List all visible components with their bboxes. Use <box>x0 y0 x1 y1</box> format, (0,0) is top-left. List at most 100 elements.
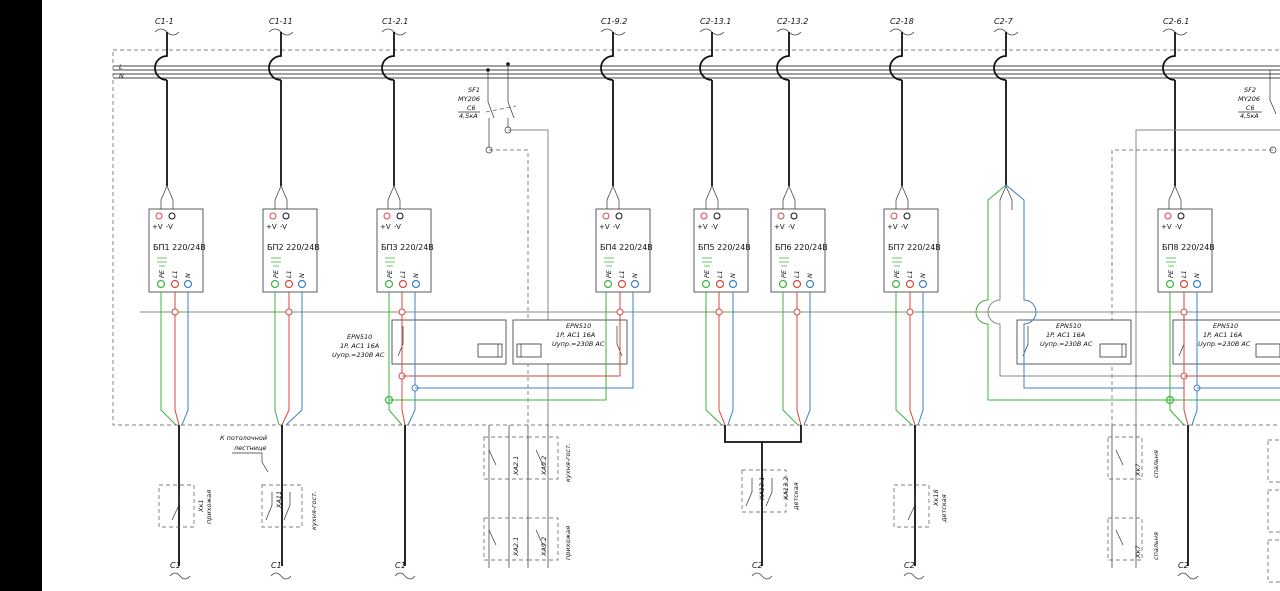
psu-plus-pin: +V <box>599 223 610 231</box>
psu-title: БП6 220/24В <box>775 243 828 252</box>
psu-minus-pin: -V <box>1175 223 1182 231</box>
relay-3-ctrl: Uупр.=230В АС <box>1040 340 1093 348</box>
psu-minus-pin: -V <box>280 223 287 231</box>
psu-title: БП8 220/24В <box>1162 243 1215 252</box>
psu-l-pin: L1 <box>793 270 801 278</box>
psu-n-pin: N <box>1193 273 1201 278</box>
switch-sw-3d-tag: ХА9.2 <box>540 537 548 557</box>
psu-plus-pin: +V <box>1161 223 1172 231</box>
psu-l-pin: L1 <box>1180 270 1188 278</box>
top-cable-label: C1-1 <box>155 17 174 26</box>
bus-label-l: L <box>119 63 123 71</box>
switch-sw-7-place: спальня <box>1152 450 1160 478</box>
supply-bus: L N <box>113 62 1280 80</box>
bus-label-n: N <box>119 72 124 80</box>
psu-minus-pin: -V <box>166 223 173 231</box>
psu-l-pin: L1 <box>906 270 914 278</box>
psu-l-pin: L1 <box>285 270 293 278</box>
psu-plus-pin: +V <box>887 223 898 231</box>
top-cable-label: C2-13.1 <box>700 17 731 26</box>
psu-title: БП4 220/24В <box>600 243 653 252</box>
bottom-cable-4: C2 <box>903 561 925 580</box>
relay-1-spec: 1P, AC1 16A <box>340 342 379 350</box>
psu-minus-pin: -V <box>901 223 908 231</box>
switch-sw-8-place: спальня <box>1152 532 1160 560</box>
psu-n-pin: N <box>631 273 639 278</box>
relay-4-ctrl: Uупр.=230В АС <box>1198 340 1251 348</box>
psu-minus-pin: -V <box>613 223 620 231</box>
breaker-sf1: SF1 MY206 C6 4,5кА <box>458 64 549 425</box>
breaker-sf1-curve: C6 <box>467 104 476 112</box>
switch-boxes: Хк1 прихожая ХА11 кухня-гост. ХА2.1 ХА9.… <box>158 436 1280 583</box>
psu-pe-pin: PE <box>386 269 394 278</box>
psu-pe-pin: PE <box>158 269 166 278</box>
psu-psu6: +V-V БП6 220/24В PE L1 N <box>770 208 828 293</box>
psu-n-pin: N <box>919 273 927 278</box>
psu-plus-pin: +V <box>266 223 277 231</box>
switch-sw-3d-place: прихожая <box>564 526 572 560</box>
top-cable-5: C2-13.2 <box>776 17 808 210</box>
psu-pe-pin: PE <box>1167 269 1175 278</box>
switch-sw-7-tag: Хк7 <box>1134 463 1142 477</box>
psu-l-pin: L1 <box>399 270 407 278</box>
bottom-cable-3: C2 <box>751 561 773 580</box>
relay-1-ctrl: Uупр.=230В АС <box>332 351 385 359</box>
breaker-sf2-curve: C6 <box>1246 104 1255 112</box>
top-cable-1: C1-11 <box>268 17 294 210</box>
psu-l-pin: L1 <box>618 270 626 278</box>
switch-sw-5-place: детская <box>792 482 800 511</box>
top-cable-label: C1-9.2 <box>601 17 627 26</box>
breaker-sf1-rating: 4,5кА <box>459 112 478 120</box>
bottom-cable-2: C1 <box>394 561 416 580</box>
psu-pe-pin: PE <box>703 269 711 278</box>
psu-pe-pin: PE <box>780 269 788 278</box>
switch-sw-3b-place: кухня-гост. <box>564 443 572 482</box>
switch-sw-6-tag: Хк18 <box>932 489 940 507</box>
top-cable-label: C2-6.1 <box>1163 17 1189 26</box>
psu-pe-pin: PE <box>605 269 613 278</box>
psu-title: БП2 220/24В <box>267 243 320 252</box>
breaker-sf2-model: MY206 <box>1238 95 1260 103</box>
switch-sw-8-tag: Хк7 <box>1134 545 1142 559</box>
top-cable-6: C2-18 <box>889 17 915 210</box>
relay-1: EPN510 1P, AC1 16A Uупр.=230В АС <box>332 319 507 365</box>
relay-3: EPN510 1P, AC1 16A Uупр.=230В АС <box>1016 319 1132 365</box>
breaker-sf1-model: MY206 <box>458 95 480 103</box>
psu-title: БП7 220/24В <box>888 243 941 252</box>
psu-psu8: +V-V БП8 220/24В PE L1 N <box>1157 208 1215 293</box>
psu-title: БП5 220/24В <box>698 243 751 252</box>
switch-sw-5-tag: ХА13.2 <box>782 477 790 501</box>
top-cable-label: C2-7 <box>994 17 1014 26</box>
psu-pe-pin: PE <box>272 269 280 278</box>
switch-sw-3c-tag: ХА2.1 <box>512 537 520 557</box>
relay-4-model: EPN510 <box>1213 322 1238 330</box>
relay-1-model: EPN510 <box>347 333 372 341</box>
bottom-cable-1: C1 <box>270 561 292 580</box>
switch-sw-3b-tag: ХА9.2 <box>540 456 548 476</box>
psu-minus-pin: -V <box>788 223 795 231</box>
bottom-cable-label: C1 <box>395 561 406 570</box>
psu-l-pin: L1 <box>716 270 724 278</box>
psu-n-pin: N <box>412 273 420 278</box>
breaker-sf2-rating: 4,5кА <box>1240 112 1259 120</box>
top-cable-8: C2-6.1 <box>1162 17 1189 210</box>
relay-2: EPN510 1P, AC1 16A Uупр.=230В АС <box>512 319 628 365</box>
psu-n-pin: N <box>806 273 814 278</box>
psu-title: БП1 220/24В <box>153 243 206 252</box>
top-cable-3: C1-9.2 <box>600 17 627 210</box>
switch-sw-3a-tag: ХА2.1 <box>512 456 520 476</box>
relay-4: EPN510 1P, AC1 16A Uупр.=230В АС <box>1172 319 1280 365</box>
switch-sw-1-place: прихожая <box>205 490 213 524</box>
breaker-sf1-name: SF1 <box>468 86 480 94</box>
top-cable-marker: C1-1 C1-11 C1-2.1 C1-9.2 C2-13.1 C2-13.2 C2-18… <box>154 17 1189 210</box>
bottom-cable-label: C2 <box>1178 561 1189 570</box>
relay-3-model: EPN510 <box>1056 322 1081 330</box>
top-cable-4: C2-13.1 <box>699 17 731 210</box>
psu-minus-pin: -V <box>394 223 401 231</box>
psu-plus-pin: +V <box>774 223 785 231</box>
top-cable-label: C1-2.1 <box>382 17 408 26</box>
